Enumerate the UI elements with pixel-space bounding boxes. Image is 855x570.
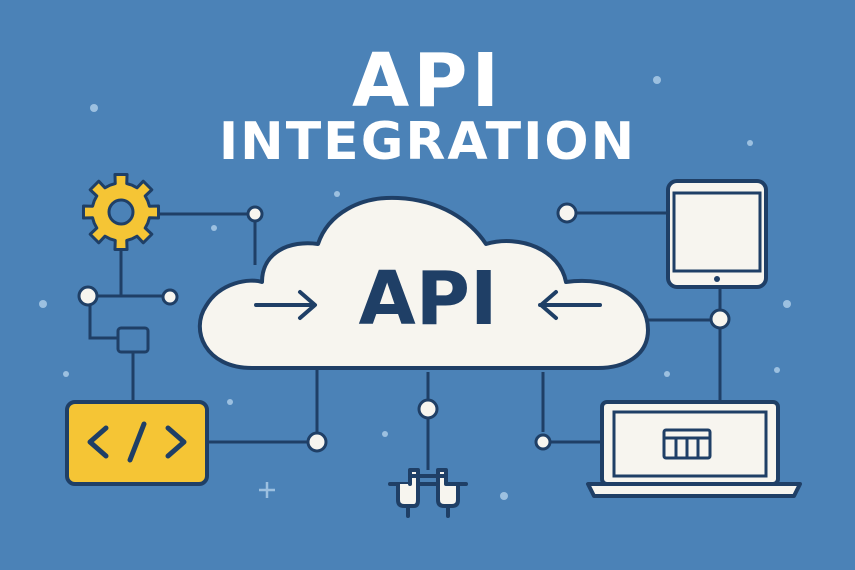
gear-icon: [81, 172, 161, 252]
code-icon: [65, 400, 209, 486]
arrow-left-icon: [538, 290, 602, 320]
api-cloud: API: [197, 195, 650, 370]
decorative-dots: [39, 76, 791, 500]
sparkle-plus: [259, 482, 275, 498]
plug-icon: [388, 468, 468, 518]
title-integration: INTEGRATION: [218, 112, 637, 172]
junction-box: [116, 326, 150, 354]
laptop-icon: [586, 400, 802, 498]
connector-nodes: [77, 202, 731, 453]
title-api: API: [351, 38, 504, 124]
cloud-api-label: API: [358, 256, 497, 342]
arrow-right-icon: [254, 290, 317, 320]
smartphone-icon: [666, 179, 768, 289]
api-panel-icon: [662, 428, 712, 460]
